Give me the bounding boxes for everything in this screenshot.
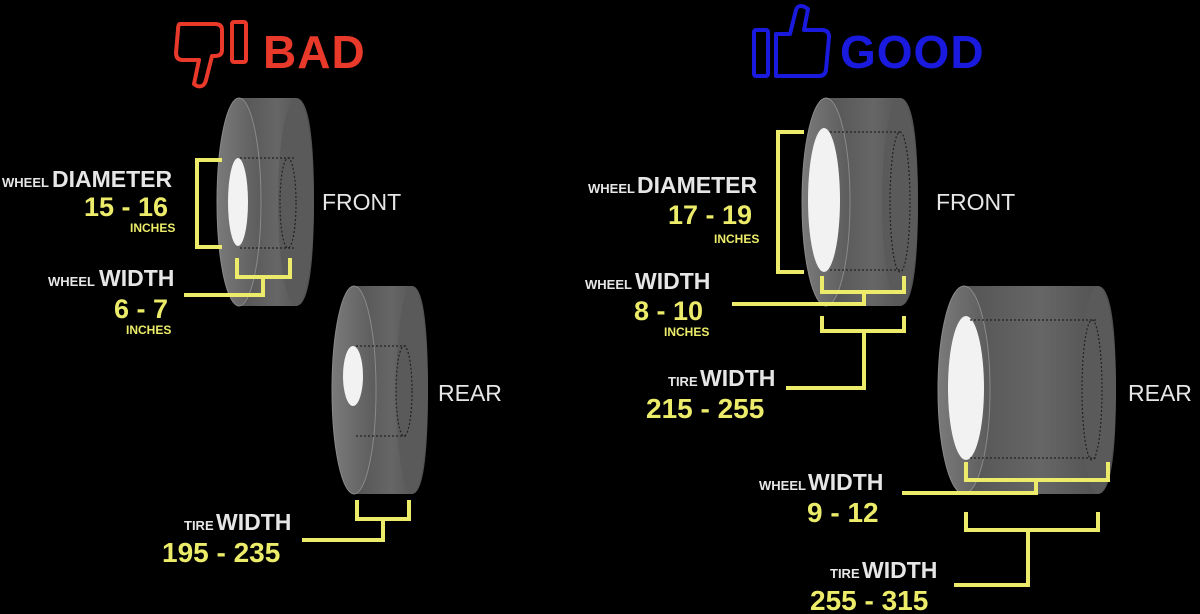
- good-rear-wheel-width-bracket: [902, 462, 1110, 495]
- good-front-tire-width-label: WIDTH: [700, 365, 775, 391]
- good-wheel-diameter-prefix: WHEEL: [588, 181, 635, 196]
- bad-front-rim: [228, 158, 248, 246]
- good-front-wheel-width-unit: INCHES: [664, 325, 709, 339]
- good-rear-wheel-width-value: 9 - 12: [807, 497, 879, 528]
- bad-wheel-diameter-value: 15 - 16: [84, 192, 168, 222]
- good-title: GOOD: [840, 26, 985, 78]
- good-rear-rim: [948, 316, 984, 460]
- thumbs-down-icon: [174, 20, 248, 89]
- bad-title: BAD: [263, 26, 366, 78]
- bad-rear-tire: [331, 285, 428, 495]
- good-front-wheel-width-value: 8 - 10: [634, 296, 703, 326]
- good-rear-wheel-width-prefix: WHEEL: [759, 478, 806, 493]
- thumbs-up-icon: [752, 4, 831, 78]
- good-rear-tire-width-value: 255 - 315: [810, 585, 928, 614]
- good-front-wheel-width-prefix: WHEEL: [585, 277, 632, 292]
- good-brackets: [732, 130, 1110, 587]
- good-rear-tire: [937, 285, 1116, 495]
- good-header: GOOD: [752, 4, 985, 78]
- bad-wheel-diameter-unit: INCHES: [130, 221, 175, 235]
- bad-wheel-diameter-prefix: WHEEL: [2, 175, 49, 190]
- bad-wheel-width-bracket: [184, 258, 292, 297]
- good-front-wheel-width-label: WIDTH: [635, 268, 710, 294]
- good-wheel-diameter-value: 17 - 19: [668, 200, 752, 230]
- good-rear-tire-width-label: WIDTH: [862, 557, 937, 583]
- good-front-rim: [808, 128, 840, 272]
- bad-tire-width-label: WIDTH: [216, 509, 291, 535]
- good-front-label: FRONT: [936, 189, 1015, 215]
- good-rear-wheel-width-label: WIDTH: [808, 469, 883, 495]
- bad-wheel-width-unit: INCHES: [126, 323, 171, 337]
- bad-brackets: [184, 158, 411, 542]
- good-rear-label: REAR: [1128, 380, 1192, 406]
- bad-header: BAD: [174, 20, 366, 89]
- bad-front-label: FRONT: [322, 189, 401, 215]
- bad-wheel-width-prefix: WHEEL: [48, 274, 95, 289]
- bad-tire-width-value: 195 - 235: [162, 537, 280, 568]
- good-wheel-diameter-bracket: [776, 130, 804, 274]
- bad-wheel-diameter-label: DIAMETER: [52, 166, 173, 192]
- bad-tire-width-prefix: TIRE: [184, 518, 214, 533]
- bad-wheel-width-value: 6 - 7: [114, 294, 168, 324]
- good-front-tire-width-prefix: TIRE: [668, 374, 698, 389]
- good-wheel-diameter-unit: INCHES: [714, 232, 759, 246]
- good-front-tire: [801, 97, 918, 307]
- bad-tire-width-bracket: [302, 500, 411, 542]
- good-wheel-diameter-label: DIAMETER: [637, 172, 758, 198]
- good-front-tire-width-value: 215 - 255: [646, 393, 764, 424]
- good-front-wheel-width-bracket: [732, 276, 906, 306]
- bad-wheel-width-label: WIDTH: [99, 265, 174, 291]
- good-rear-tire-width-bracket: [954, 512, 1100, 587]
- bad-wheel-diameter-bracket: [195, 158, 222, 249]
- good-rear-tire-width-prefix: TIRE: [830, 566, 860, 581]
- bad-labels: WHEEL DIAMETER 15 - 16 INCHES WHEEL WIDT…: [2, 166, 502, 568]
- bad-rear-rim: [343, 346, 363, 406]
- bad-front-tire: [216, 97, 314, 307]
- good-labels: WHEEL DIAMETER 17 - 19 INCHES WHEEL WIDT…: [585, 172, 1192, 614]
- good-front-tire-width-bracket: [786, 316, 906, 390]
- bad-rear-label: REAR: [438, 380, 502, 406]
